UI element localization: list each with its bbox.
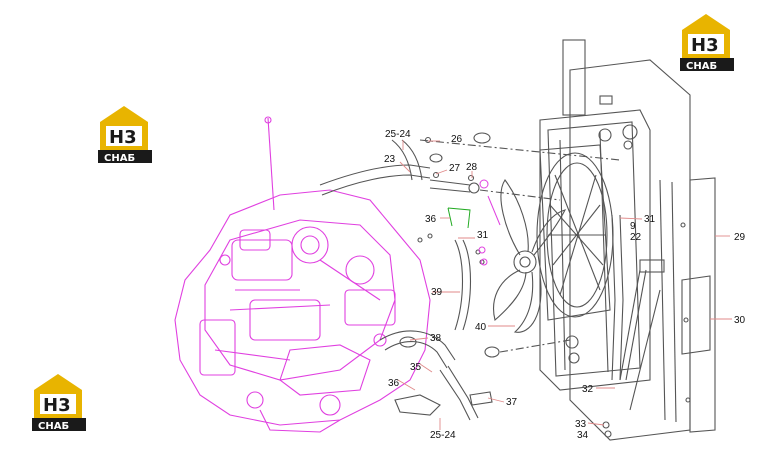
green-bracket bbox=[447, 207, 471, 229]
callout-35: 35 bbox=[410, 362, 422, 373]
logo-mark: H3 bbox=[43, 395, 71, 416]
callout-23: 23 bbox=[384, 154, 396, 165]
callout-31-left: 31 bbox=[477, 230, 489, 241]
callout-25-24-bottom: 25-24 bbox=[430, 430, 456, 441]
callout-30: 30 bbox=[734, 315, 746, 326]
callout-22: 22 bbox=[630, 232, 642, 243]
callout-27: 27 bbox=[449, 163, 461, 174]
callout-labels: 25-24 26 23 27 28 36 31 39 40 38 35 36 3… bbox=[384, 129, 746, 441]
callout-34: 34 bbox=[577, 430, 589, 441]
radiator-assembly bbox=[539, 39, 716, 441]
callout-31-right: 31 bbox=[644, 214, 656, 225]
logo-mid-left: H3 СНАБ bbox=[98, 106, 152, 164]
leader-lines bbox=[397, 140, 732, 430]
logo-top-right: H3 СНАБ bbox=[680, 14, 734, 72]
callout-32: 32 bbox=[582, 384, 594, 395]
logo-mark: H3 bbox=[109, 127, 137, 148]
callout-26: 26 bbox=[451, 134, 463, 145]
logo-text: СНАБ bbox=[38, 421, 69, 432]
callout-39: 39 bbox=[431, 287, 443, 298]
callout-28: 28 bbox=[466, 162, 478, 173]
callout-33: 33 bbox=[575, 419, 587, 430]
magenta-fittings bbox=[478, 179, 501, 266]
logo-mark: H3 bbox=[691, 35, 719, 56]
callout-36-top: 36 bbox=[425, 214, 437, 225]
engine-drawing bbox=[174, 116, 431, 433]
logo-text: СНАБ bbox=[104, 153, 135, 164]
logo-bottom-left: H3 СНАБ bbox=[32, 374, 86, 432]
callout-9: 9 bbox=[630, 221, 636, 232]
logo-text: СНАБ bbox=[686, 61, 717, 72]
callout-37: 37 bbox=[506, 397, 518, 408]
hoses bbox=[319, 132, 621, 421]
callout-25-24-top: 25-24 bbox=[385, 129, 411, 140]
callout-40: 40 bbox=[475, 322, 487, 333]
callout-38: 38 bbox=[430, 333, 442, 344]
callout-36-bottom: 36 bbox=[388, 378, 400, 389]
callout-29: 29 bbox=[734, 232, 746, 243]
